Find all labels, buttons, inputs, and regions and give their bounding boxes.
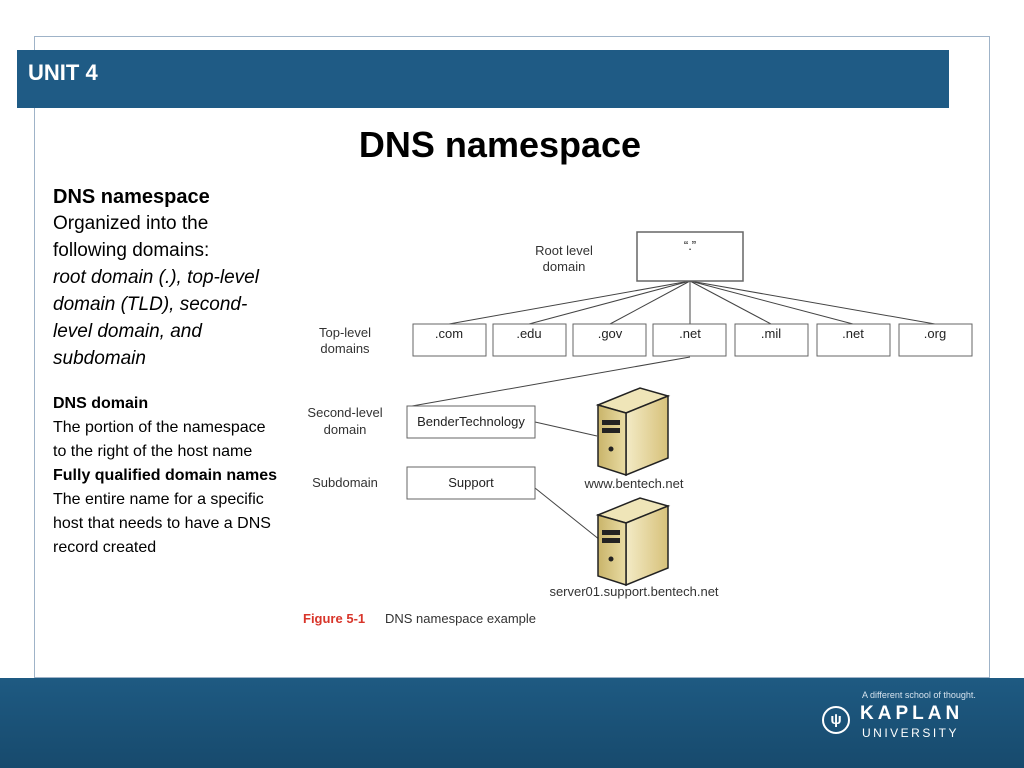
fqdn-description: The entire name for a specific host that… bbox=[53, 491, 271, 556]
server-icon bbox=[595, 497, 671, 587]
tld-text-net: .net bbox=[679, 326, 701, 341]
kaplan-logo-text: KAPLAN bbox=[860, 703, 964, 724]
tld-box-com bbox=[412, 323, 487, 357]
heading-dns-domain: DNS domain bbox=[53, 395, 149, 412]
tld-label: Top-level bbox=[319, 325, 371, 340]
subdomain-label: Subdomain bbox=[312, 475, 378, 490]
server1-hostname: www.bentech.net bbox=[583, 476, 683, 491]
heading-fqdn: Fully qualified domain names bbox=[53, 467, 278, 484]
tld-box-net bbox=[652, 323, 727, 357]
sld-label: Second-level bbox=[307, 405, 382, 420]
tld-text-net-2: .net bbox=[842, 326, 864, 341]
tld-box-edu bbox=[492, 323, 567, 357]
tld-box-net-2 bbox=[816, 323, 891, 357]
root-domain-text: “.” bbox=[684, 238, 696, 253]
header-bar bbox=[17, 50, 949, 108]
tld-text-gov: .gov bbox=[598, 326, 623, 341]
tld-label-2: domains bbox=[320, 341, 370, 356]
subdomain-box bbox=[406, 466, 536, 500]
root-connectors bbox=[411, 280, 936, 541]
tld-box-mil bbox=[734, 323, 809, 357]
tld-box-gov bbox=[572, 323, 647, 357]
sld-box bbox=[406, 405, 536, 439]
tld-text-com: .com bbox=[435, 326, 463, 341]
sld-label-2: domain bbox=[324, 422, 367, 437]
tld-text-edu: .edu bbox=[516, 326, 541, 341]
tld-box-org bbox=[898, 323, 973, 357]
server-icon bbox=[595, 387, 671, 477]
dns-domain-description: The portion of the namespace to the righ… bbox=[53, 419, 266, 460]
sld-text: BenderTechnology bbox=[417, 414, 525, 429]
tld-text-org: .org bbox=[924, 326, 946, 341]
root-level-label-2: domain bbox=[543, 259, 586, 274]
subdomain-text: Support bbox=[448, 475, 494, 490]
heading-dns-namespace: DNS namespace bbox=[53, 186, 210, 208]
left-text-column: DNS namespace Organized into the followi… bbox=[53, 184, 278, 560]
domains-list-text: root domain (.), top-level domain (TLD),… bbox=[53, 267, 259, 369]
server2-hostname: server01.support.bentech.net bbox=[549, 584, 718, 599]
unit-label: UNIT 4 bbox=[28, 60, 98, 85]
slide-frame bbox=[34, 36, 990, 678]
figure-number: Figure 5-1 bbox=[303, 611, 365, 626]
footer-bar bbox=[0, 678, 1024, 768]
root-level-label: Root level bbox=[535, 243, 593, 258]
slide-title: DNS namespace bbox=[358, 124, 642, 165]
university-logo-text: UNIVERSITY bbox=[862, 726, 960, 740]
tld-text-mil: .mil bbox=[761, 326, 781, 341]
root-domain-box bbox=[636, 231, 744, 282]
footer-tagline: A different school of thought. bbox=[862, 690, 976, 700]
figure-caption: DNS namespace example bbox=[385, 611, 536, 626]
intro-text: Organized into the following domains: bbox=[53, 213, 210, 261]
kaplan-torch-icon: ψ bbox=[822, 706, 850, 734]
